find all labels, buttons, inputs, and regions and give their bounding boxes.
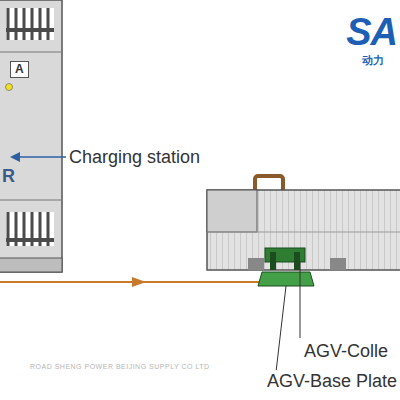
panel-line bbox=[207, 232, 400, 233]
panel-letter: A bbox=[10, 61, 29, 78]
agv-front bbox=[207, 190, 257, 232]
arrow-head bbox=[10, 152, 20, 162]
callout-label: AGV-Base Plate bbox=[267, 370, 397, 392]
cabinet-base bbox=[0, 258, 62, 272]
logo-subtext: 动力 bbox=[362, 54, 384, 67]
agv-wheel bbox=[330, 258, 346, 270]
logo-text: SA bbox=[346, 12, 397, 52]
leader-line bbox=[18, 156, 66, 158]
cabinet-body bbox=[0, 0, 62, 272]
leader-line bbox=[300, 262, 301, 338]
leader-line bbox=[276, 286, 286, 372]
vent-grille bbox=[6, 212, 54, 246]
agv-base-plate bbox=[258, 272, 314, 286]
indicator-lamp bbox=[6, 84, 13, 91]
charging-cabinet: AR bbox=[0, 0, 62, 272]
collector-contact bbox=[270, 252, 276, 270]
callout-label: Charging station bbox=[69, 146, 200, 168]
agv-body bbox=[207, 190, 400, 270]
vent-grille bbox=[6, 8, 54, 40]
watermark: ROAD SHENG POWER BEIJING SUPPLY CO LTD bbox=[30, 362, 210, 371]
panel-letter: R bbox=[2, 166, 15, 186]
collector-contact bbox=[294, 252, 300, 270]
arrow-head bbox=[132, 277, 146, 287]
panel-line bbox=[0, 200, 62, 201]
panel-line bbox=[0, 52, 62, 53]
agv-wheel bbox=[248, 258, 264, 270]
callout-label: AGV-Colle bbox=[304, 340, 388, 362]
